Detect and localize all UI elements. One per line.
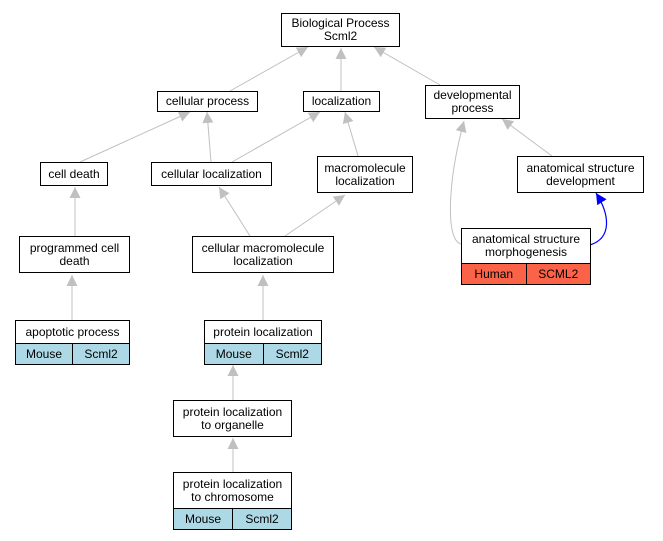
gene-tag: SCML2 (525, 264, 590, 284)
node-cellular-macromolecule-localization[interactable]: cellular macromolecule localization (192, 236, 334, 273)
edge-cell-macro-to-cellular-localization (218, 186, 251, 237)
edge-cellular-localization-to-cellular-process (202, 111, 214, 163)
node-cell-death[interactable]: cell death (40, 162, 108, 186)
tag-row-anatomical-morphogenesis: Human SCML2 (461, 264, 591, 285)
edge-cellular-localization-to-localization (231, 111, 321, 163)
gene-tag: Scml2 (262, 344, 321, 364)
edge-macromolecule-to-localization (342, 111, 359, 157)
node-programmed-cell-death[interactable]: programmed cell death (19, 236, 130, 273)
node-cellular-localization[interactable]: cellular localization (151, 162, 272, 186)
node-protein-localization-to-chromosome[interactable]: protein localization to chromosome (173, 472, 292, 509)
edge-anat-morph-to-anat-dev (589, 192, 608, 246)
node-anatomical-structure-morphogenesis[interactable]: anatomical structure morphogenesis (461, 228, 591, 264)
node-anatomical-structure-development[interactable]: anatomical structure development (517, 156, 644, 193)
edge-anat-dev-to-developmental (501, 118, 553, 157)
species-tag: Human (462, 264, 526, 284)
edge-cell-macro-to-macromolecule (284, 194, 346, 237)
node-apoptotic-process[interactable]: apoptotic process (15, 320, 130, 344)
node-protein-localization-to-organelle[interactable]: protein localization to organelle (173, 400, 292, 437)
edge-anat-morph-to-developmental (449, 120, 467, 245)
tag-row-protein-localization-to-chromosome: Mouse Scml2 (173, 509, 292, 530)
edge-cell-death-to-cellular-process (79, 111, 191, 163)
species-tag: Mouse (205, 344, 263, 364)
tag-row-protein-localization: Mouse Scml2 (204, 344, 322, 365)
gene-tag: Scml2 (72, 344, 129, 364)
species-tag: Mouse (16, 344, 72, 364)
node-biological-process[interactable]: Biological Process Scml2 (281, 13, 400, 47)
node-macromolecule-localization[interactable]: macromolecule localization (317, 156, 413, 193)
species-tag: Mouse (174, 509, 232, 529)
node-developmental-process[interactable]: developmental process (425, 85, 520, 119)
node-localization[interactable]: localization (303, 91, 380, 112)
edge-developmental-to-bio (373, 46, 441, 86)
gene-tag: Scml2 (232, 509, 291, 529)
tag-row-apoptotic-process: Mouse Scml2 (15, 344, 130, 365)
node-protein-localization[interactable]: protein localization (204, 320, 322, 344)
edge-cellular-process-to-bio (229, 46, 309, 92)
node-cellular-process[interactable]: cellular process (157, 91, 258, 112)
